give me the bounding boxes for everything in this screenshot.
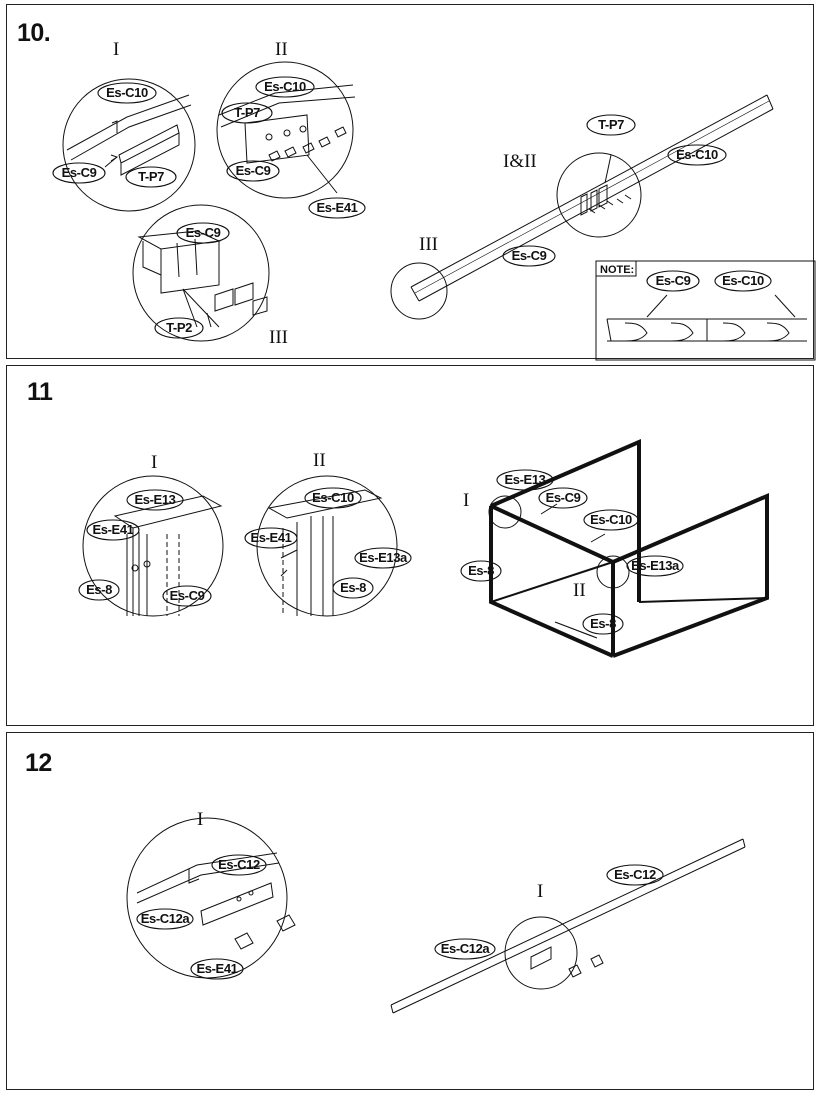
main-circle-i-ii bbox=[556, 152, 642, 238]
note-box bbox=[595, 260, 816, 361]
label-main-es-e13a: Es-E13a bbox=[631, 558, 680, 573]
label-main-es-c12: Es-C12 bbox=[614, 867, 656, 882]
label-main-es-c9: Es-C9 bbox=[546, 490, 581, 505]
label-main-es-8-bottom: Es-8 bbox=[590, 616, 616, 631]
label-main-es-8-left: Es-8 bbox=[468, 563, 494, 578]
label-ii-t-p7: T-P7 bbox=[234, 105, 260, 120]
note-label-es-c9: Es-C9 bbox=[656, 273, 691, 288]
note-label-es-c10: Es-C10 bbox=[722, 273, 764, 288]
view-label-main-iii: III bbox=[419, 234, 438, 255]
label-main-t-p7: T-P7 bbox=[598, 117, 624, 132]
label-main-es-c10: Es-C10 bbox=[676, 147, 718, 162]
view-label-main-ii: II bbox=[573, 580, 586, 601]
step-number: 11 bbox=[27, 378, 53, 406]
view-label-ii: II bbox=[275, 39, 288, 60]
label-i-es-c10: Es-C10 bbox=[106, 85, 148, 100]
view-label-i-ii: I&II bbox=[503, 151, 537, 172]
detail-circle-i bbox=[82, 475, 224, 617]
note-title: NOTE: bbox=[600, 264, 634, 276]
label-iii-t-p2: T-P2 bbox=[166, 320, 192, 335]
view-label-i: I bbox=[151, 452, 157, 473]
step-12-panel: 12 I I Es-C12 Es-C12a bbox=[6, 732, 814, 1090]
label-main-es-c9: Es-C9 bbox=[512, 248, 547, 263]
label-ii-es-c10: Es-C10 bbox=[312, 490, 354, 505]
label-i-es-c12a: Es-C12a bbox=[141, 911, 191, 926]
label-i-es-e41: Es-E41 bbox=[93, 522, 134, 537]
view-label-iii: III bbox=[269, 327, 288, 348]
detail-circle-iii bbox=[132, 204, 270, 342]
step-number: 12 bbox=[25, 749, 52, 777]
view-label-i: I bbox=[197, 809, 203, 830]
label-i-t-p7: T-P7 bbox=[138, 169, 164, 184]
label-ii-es-8: Es-8 bbox=[340, 580, 366, 595]
label-main-es-e13: Es-E13 bbox=[505, 472, 546, 487]
label-ii-es-c10: Es-C10 bbox=[264, 79, 306, 94]
detail-circle-ii bbox=[216, 61, 354, 199]
step-11-diagram: I II I II Es-E13 Es-E41 Es-8 Es-C9 Es-C1… bbox=[78, 438, 769, 658]
label-iii-es-c9: Es-C9 bbox=[186, 225, 221, 240]
main-circle-i bbox=[504, 916, 578, 990]
label-i-es-8: Es-8 bbox=[86, 582, 112, 597]
main-circle-i bbox=[488, 495, 522, 529]
view-label-main-i: I bbox=[463, 490, 469, 511]
step-10-panel: 10. bbox=[6, 4, 816, 361]
label-ii-es-c9: Es-C9 bbox=[236, 163, 271, 178]
step-12-diagram: I I Es-C12 Es-C12a Es-E41 Es-C12 Es-C12a bbox=[126, 809, 746, 1014]
label-i-es-e41: Es-E41 bbox=[197, 961, 238, 976]
step-10-diagram: I II III I&II III Es-C10 Es-C9 T-P7 Es-C… bbox=[52, 39, 816, 361]
label-i-es-e13: Es-E13 bbox=[135, 492, 176, 507]
label-i-es-c9: Es-C9 bbox=[170, 588, 205, 603]
label-main-es-c10: Es-C10 bbox=[590, 512, 632, 527]
view-label-main-i: I bbox=[537, 881, 543, 902]
label-ii-es-e41: Es-E41 bbox=[251, 530, 292, 545]
step-number: 10. bbox=[17, 19, 51, 47]
label-i-es-c12: Es-C12 bbox=[218, 857, 260, 872]
view-label-i: I bbox=[113, 39, 119, 60]
main-circle-ii bbox=[596, 555, 630, 589]
main-circle-iii bbox=[390, 262, 448, 320]
detail-circle-i bbox=[126, 817, 288, 979]
label-main-es-c12a: Es-C12a bbox=[441, 941, 491, 956]
label-ii-es-e13a: Es-E13a bbox=[359, 550, 408, 565]
label-ii-es-e41: Es-E41 bbox=[317, 200, 358, 215]
detail-circle-i bbox=[62, 78, 196, 212]
label-i-es-c9: Es-C9 bbox=[62, 165, 97, 180]
step-11-panel: 11 bbox=[6, 365, 814, 726]
view-label-ii: II bbox=[313, 450, 326, 471]
